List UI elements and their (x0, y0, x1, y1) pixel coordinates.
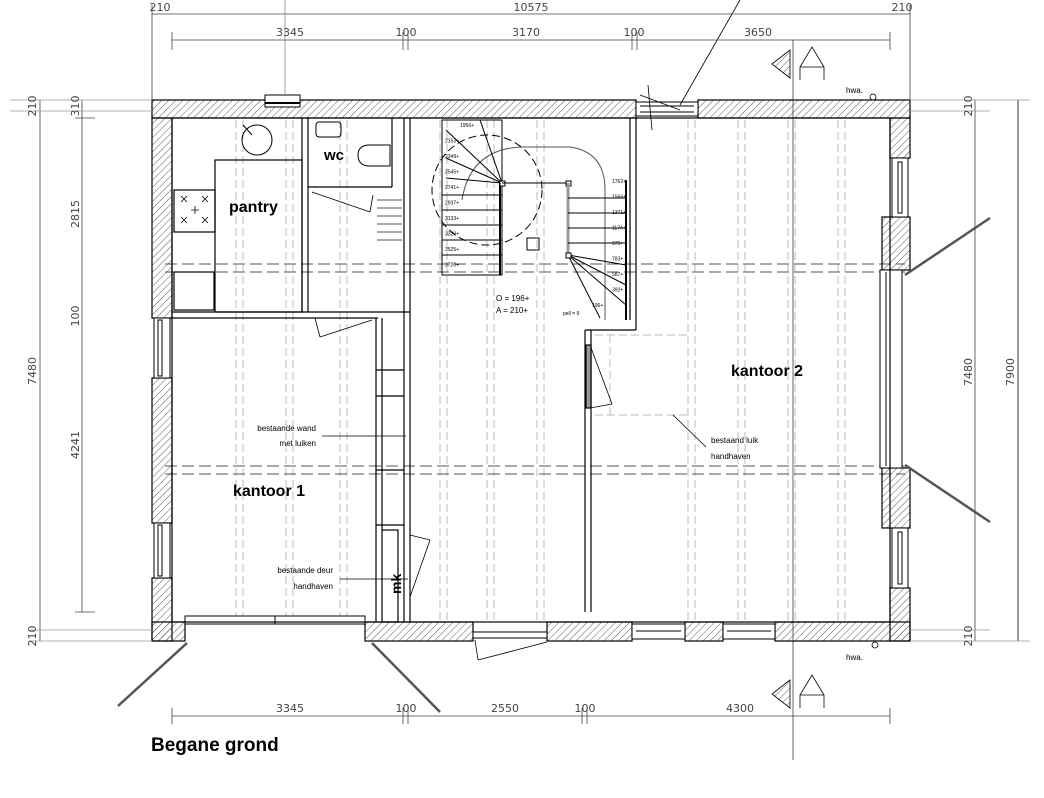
note-door: bestaande deur (277, 566, 333, 575)
dim-right-top-wall: 210 (962, 96, 975, 117)
dim-right-inner: 7480 (962, 358, 975, 386)
dim-bottom-seg: 2550 (491, 702, 519, 715)
door-leaves (117, 216, 991, 713)
washing-machine-icon (241, 124, 273, 156)
stair-step-label: 1566+ (612, 195, 626, 201)
dim-top-left-wall: 210 (150, 1, 171, 14)
stair-step-label: 392+ (612, 288, 623, 294)
toilet-icon (357, 144, 391, 167)
stair-step-label: 2741+ (445, 185, 459, 191)
room-label-kantoor-1: kantoor 1 (233, 483, 305, 500)
dim-bottom-seg: 100 (575, 702, 596, 715)
stair-rise: O = 196+ (496, 294, 530, 303)
dim-bottom-seg: 4300 (726, 702, 754, 715)
room-label-wc: wc (323, 147, 344, 164)
stair-step-label: 2545+ (445, 170, 459, 176)
stair-step-label: 1371+ (612, 210, 626, 216)
stair-step-label: 3720+ (445, 263, 459, 269)
stair-step-label: 3133+ (445, 216, 459, 222)
stair-count: pell = 9 (563, 311, 579, 317)
stair-step-label: 196+ (592, 303, 603, 309)
stair-treads-wc (377, 199, 402, 241)
stair-step-label: 2937+ (445, 201, 459, 207)
dim-top-seg: 3170 (512, 26, 540, 39)
downspout-icon (871, 641, 879, 649)
dim-right-bottom-wall: 210 (962, 626, 975, 647)
stair-step-label: 1956+ (460, 123, 474, 129)
dim-top-total: 10575 (514, 1, 549, 14)
dim-left-seg: 4241 (69, 431, 82, 459)
note-wall: bestaande wand (257, 424, 316, 433)
dim-left-seg: 100 (69, 306, 82, 327)
section-marker-top (771, 46, 825, 80)
dim-top-seg: 3650 (744, 26, 772, 39)
windows (153, 94, 909, 640)
stair-step-label: 2349+ (445, 154, 459, 160)
dimension-texts: 10575 210 210 3345 100 3170 100 3650 334… (26, 1, 1017, 715)
stove-icon (180, 195, 209, 224)
drawing-title: Begane grond (151, 735, 279, 756)
stair-step-labels: 1956+ 2153+ 2349+ 2545+ 2741+ 2937+ 3133+ 3329+… (445, 123, 626, 309)
room-label-pantry: pantry (229, 199, 278, 216)
stair-step-label: 3329+ (445, 232, 459, 238)
stair-going: A = 210+ (496, 306, 528, 315)
downspout-icon (869, 93, 877, 101)
dimension-lines (10, 0, 1030, 760)
dim-top-right-wall: 210 (892, 1, 913, 14)
floor-beam-lines (165, 263, 905, 475)
dim-top-seg: 100 (624, 26, 645, 39)
stair-step-label: 2153+ (445, 139, 459, 145)
inner-walls (171, 117, 891, 623)
dim-bottom-seg: 3345 (276, 702, 304, 715)
stair-step-label: 3525+ (445, 247, 459, 253)
room-label-kantoor-2: kantoor 2 (731, 363, 803, 380)
stair-step-label: 587+ (612, 272, 623, 278)
note-door: handhaven (293, 582, 333, 591)
dim-left-top-wall: 210 (26, 96, 39, 117)
note-hatch: handhaven (711, 452, 751, 461)
stair-step-label: 1762+ (612, 179, 626, 185)
annotations: bestaande wand met luiken bestaande deur… (257, 86, 863, 662)
stair-step-label: 979+ (612, 241, 623, 247)
sink-icon (315, 121, 342, 138)
stair-step-label: 1174+ (612, 226, 626, 232)
fixtures (180, 121, 402, 241)
dim-top-seg: 3345 (276, 26, 304, 39)
room-label-mk: mk (388, 574, 404, 594)
door-swings (311, 0, 741, 661)
dim-left-bottom-wall: 210 (26, 626, 39, 647)
beam-lines (235, 120, 846, 620)
stair-step-label: 783+ (612, 257, 623, 263)
dim-bottom-seg: 100 (396, 702, 417, 715)
dim-right-total: 7900 (1004, 358, 1017, 386)
staircase (431, 119, 627, 320)
note-wall: met luiken (280, 439, 316, 448)
dim-left-seg: 310 (69, 96, 82, 117)
section-marker-bottom (771, 674, 825, 709)
note-hwa: hwa. (846, 86, 863, 95)
note-hwa: hwa. (846, 653, 863, 662)
dim-left-total: 7480 (26, 357, 39, 385)
dim-left-seg: 2815 (69, 200, 82, 228)
dim-top-seg: 100 (396, 26, 417, 39)
note-hatch: bestaand luik (711, 436, 759, 445)
